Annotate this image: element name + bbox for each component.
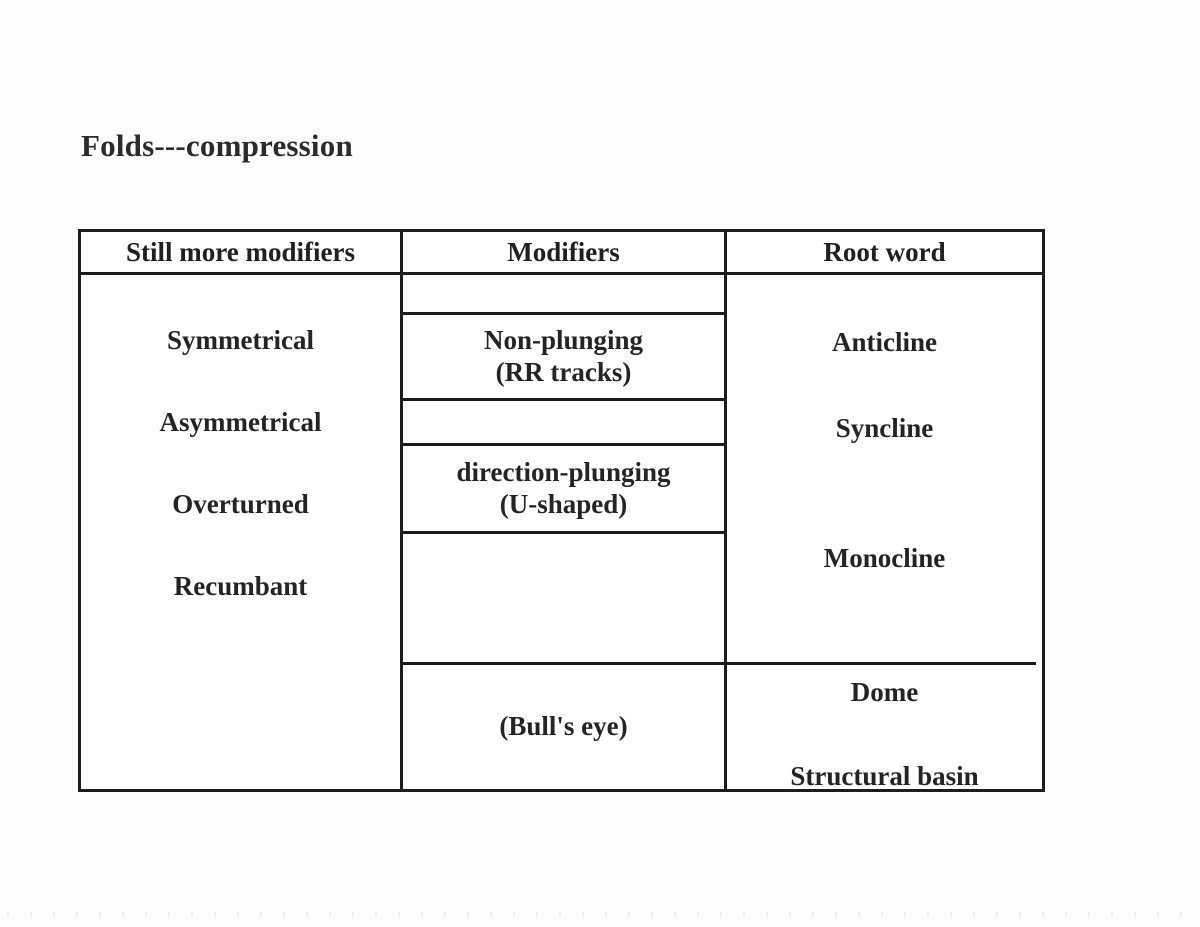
bottom-band-rule [400,662,1036,665]
column-still-more-modifiers: Symmetrical Asymmetrical Overturned Recu… [81,272,400,789]
modifiers-cell-2-line-1: Non-plunging [483,324,644,355]
modifiers-rule-1 [400,312,727,315]
table-header-modifiers: Modifiers [507,237,620,267]
modifiers-rule-4 [400,531,727,534]
table-header-root-word: Root word [823,237,946,267]
root-word-anticline: Anticline [832,327,937,357]
modifier-term-asymmetrical: Asymmetrical [159,407,322,437]
modifiers-cell-4-line-1: direction-plunging [456,456,671,487]
root-word-structural-basin: Structural basin [790,761,979,791]
column-divider-2 [724,232,727,789]
column-root-word-bottom: Dome Structural basin [727,665,1042,791]
modifiers-cell-2-line-2: (RR tracks) [495,356,632,387]
modifiers-cell-bulls-eye: (Bull's eye) [403,665,724,789]
folds-table: Still more modifiers Modifiers Root word… [78,229,1045,792]
modifiers-cell-5 [403,534,724,662]
modifier-term-recumbant: Recumbant [173,571,308,601]
modifier-term-overturned: Overturned [172,489,309,519]
modifiers-cell-1 [403,275,724,312]
root-word-monocline: Monocline [823,543,946,573]
modifiers-cell-non-plunging: Non-plunging (RR tracks) [403,315,724,398]
modifiers-cell-direction-plunging: direction-plunging (U-shaped) [403,446,724,531]
page-title: Folds---compression [81,128,353,163]
modifiers-rule-3 [400,443,727,446]
modifier-term-symmetrical: Symmetrical [167,325,314,355]
table-header-still-more-modifiers: Still more modifiers [126,237,355,267]
modifiers-cell-3 [403,401,724,443]
modifiers-cell-6-line-1: (Bull's eye) [499,711,628,742]
scan-noise-artifact [0,912,1200,917]
column-root-word-main: Anticline Syncline Monocline [727,275,1042,662]
modifiers-cell-4-line-2: (U-shaped) [499,488,628,519]
header-bottom-rule [81,272,1042,275]
modifiers-rule-2 [400,398,727,401]
root-word-dome: Dome [850,677,919,707]
column-divider-1 [400,232,403,789]
root-word-syncline: Syncline [835,413,934,443]
